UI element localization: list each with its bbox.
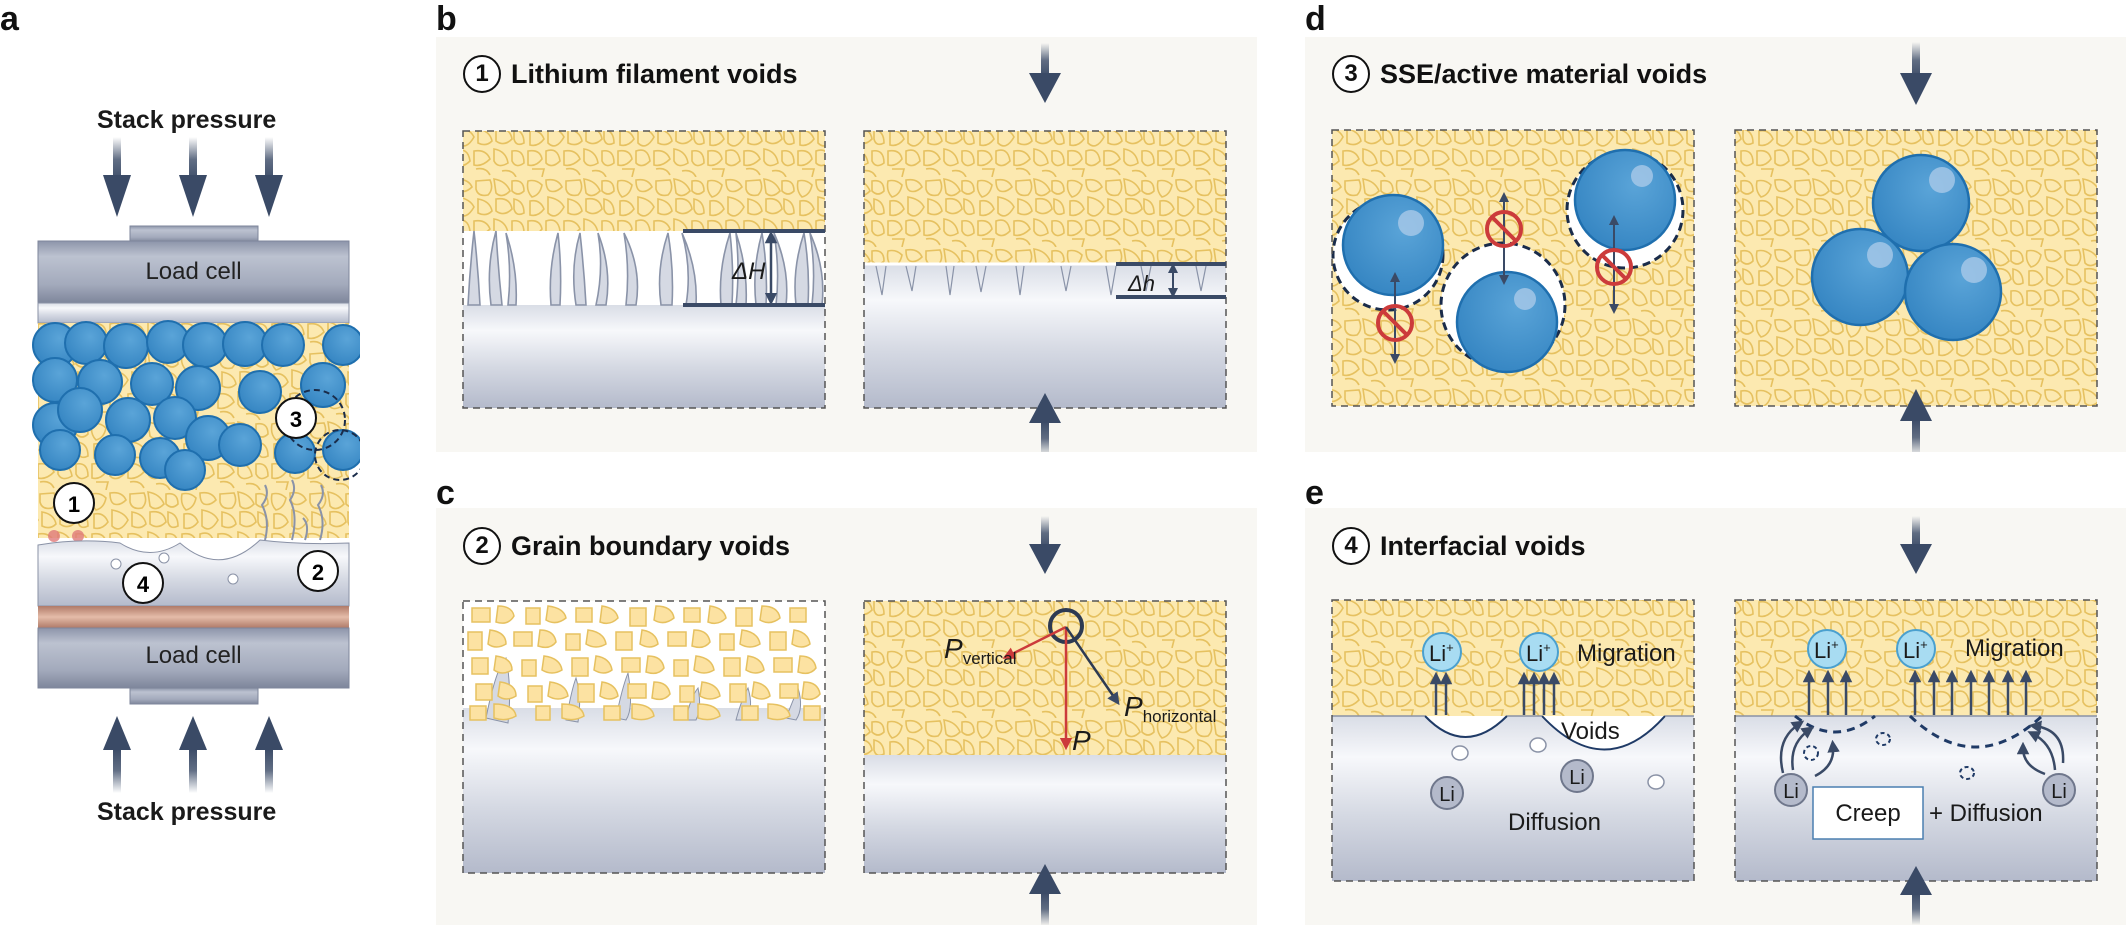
stack-pressure-bottom-label: Stack pressure bbox=[97, 798, 277, 826]
panel-b-title: 1 Lithium filament voids bbox=[463, 55, 798, 93]
marker-1: 1 bbox=[53, 482, 95, 524]
filament-box: ΔH bbox=[462, 130, 826, 409]
stack-pressure-arrows-down bbox=[103, 137, 283, 217]
compacted-particles-box bbox=[1734, 129, 2098, 407]
panel-c-title: 2 Grain boundary voids bbox=[463, 527, 790, 565]
load-cell-top-label: Load cell bbox=[145, 258, 242, 285]
li-atom: Li bbox=[1774, 773, 1808, 807]
panel-c-title-text: Grain boundary voids bbox=[511, 530, 791, 561]
voided-particles-box bbox=[1331, 129, 1695, 407]
p-vertical-label: Pvertical bbox=[944, 633, 1017, 668]
marker-3: 3 bbox=[275, 397, 317, 439]
migration-label: Migration bbox=[1577, 640, 1676, 667]
panel-e-letter: e bbox=[1305, 474, 1324, 512]
blocked-icon bbox=[1376, 210, 1633, 342]
panel-c-letter: c bbox=[436, 474, 455, 512]
panel-a-letter: a bbox=[0, 0, 19, 38]
svg-text:2: 2 bbox=[312, 560, 324, 585]
panel-b-letter: b bbox=[436, 0, 457, 38]
svg-text:Li: Li bbox=[1569, 767, 1585, 789]
svg-text:4: 4 bbox=[137, 572, 150, 597]
marker-4: 4 bbox=[122, 562, 164, 604]
svg-text:Li: Li bbox=[1783, 781, 1799, 803]
number-badge: 3 bbox=[1332, 55, 1370, 93]
delta-h-small-label: Δh bbox=[1127, 271, 1155, 296]
panel-d-title: 3 SSE/active material voids bbox=[1332, 55, 1707, 93]
panel-d-letter: d bbox=[1305, 0, 1326, 38]
number-badge: 1 bbox=[463, 55, 501, 93]
li-atom: Li bbox=[1560, 759, 1594, 793]
svg-text:Li+: Li+ bbox=[1814, 637, 1839, 663]
pressure-arrows bbox=[1029, 516, 1061, 925]
p-horizontal-label: Phorizontal bbox=[1124, 691, 1216, 726]
svg-text:1: 1 bbox=[68, 492, 80, 517]
migration-label: Migration bbox=[1965, 635, 2064, 662]
creep-arrows bbox=[1779, 720, 2065, 778]
stack-pressure-top-label: Stack pressure bbox=[97, 106, 277, 134]
svg-text:Li: Li bbox=[1439, 784, 1455, 806]
pressure-arrows bbox=[1900, 42, 1932, 452]
voids-label: Voids bbox=[1561, 718, 1620, 745]
force-decomposition-box: Pvertical Phorizontal P bbox=[863, 600, 1227, 874]
panel-c-diagram: Pvertical Phorizontal P bbox=[462, 516, 1227, 925]
number-badge: 4 bbox=[1332, 527, 1370, 565]
panel-e-diagram: Li+ Li+ Migration Voids Li Li Diffusion … bbox=[1331, 516, 2098, 925]
sse-grains bbox=[467, 605, 821, 721]
p-label: P bbox=[1072, 725, 1091, 756]
li-atom: Li bbox=[2042, 773, 2076, 807]
panel-d-diagram bbox=[1331, 42, 2098, 452]
composite-cathode bbox=[32, 320, 360, 542]
creep-box bbox=[1812, 786, 1924, 840]
svg-text:3: 3 bbox=[290, 407, 302, 432]
delta-h-large-label: ΔH bbox=[731, 258, 766, 285]
plus-diffusion-label: + Diffusion bbox=[1929, 800, 2043, 827]
p-vertical-arrow bbox=[1002, 625, 1067, 659]
pressure-arrows bbox=[1029, 43, 1061, 452]
grain-boundary-box bbox=[462, 600, 826, 874]
panel-d-title-text: SSE/active material voids bbox=[1380, 58, 1708, 89]
creep-diffusion-box: Li+ Li+ Migration Li Li Creep + Diffusio… bbox=[1734, 599, 2098, 882]
li-ion: Li+ bbox=[1519, 632, 1559, 672]
svg-text:Li+: Li+ bbox=[1903, 637, 1928, 663]
top-load-cell bbox=[37, 225, 350, 324]
active-particles bbox=[32, 320, 360, 491]
li-ion: Li+ bbox=[1422, 632, 1462, 672]
void-formation-box: Li+ Li+ Migration Voids Li Li Diffusion bbox=[1331, 599, 1695, 882]
panel-e-title: 4 Interfacial voids bbox=[1332, 527, 1586, 565]
li-ion: Li+ bbox=[1896, 629, 1936, 669]
svg-text:Li+: Li+ bbox=[1429, 640, 1454, 666]
li-ion: Li+ bbox=[1807, 629, 1847, 669]
p-horizontal-arrow bbox=[1064, 626, 1120, 706]
panel-a-diagram: 1 2 3 4 bbox=[32, 137, 360, 793]
panel-e-title-text: Interfacial voids bbox=[1380, 530, 1586, 561]
load-cell-bottom-label: Load cell bbox=[145, 642, 242, 669]
pressure-arrows bbox=[1900, 516, 1932, 925]
current-collector bbox=[38, 606, 349, 628]
marker-2: 2 bbox=[297, 550, 339, 592]
panel-b-diagram: ΔH Δh bbox=[462, 43, 1227, 452]
lithium-layer bbox=[37, 539, 350, 607]
compressed-box: Δh bbox=[863, 130, 1227, 409]
li-atom: Li bbox=[1430, 776, 1464, 810]
svg-text:Li+: Li+ bbox=[1526, 640, 1551, 666]
creep-label: Creep bbox=[1835, 800, 1900, 827]
number-badge: 2 bbox=[463, 527, 501, 565]
stack-pressure-arrows-up bbox=[103, 716, 283, 793]
panel-b-title-text: Lithium filament voids bbox=[511, 58, 798, 89]
svg-text:Li: Li bbox=[2051, 781, 2067, 803]
diffusion-label: Diffusion bbox=[1508, 809, 1601, 836]
bottom-load-cell bbox=[37, 627, 350, 705]
